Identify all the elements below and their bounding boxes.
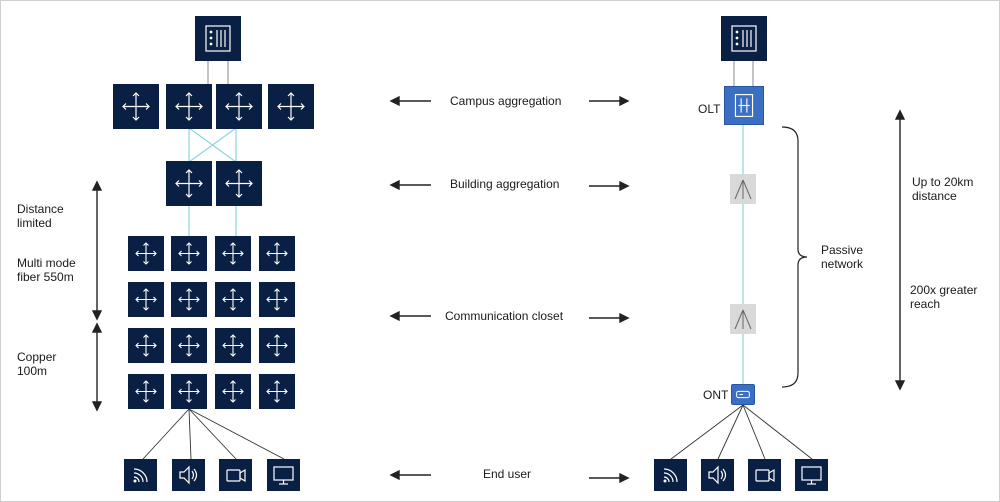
four-way-arrows-icon xyxy=(175,92,203,121)
end-device-speaker-right xyxy=(701,459,734,491)
four-way-arrows-icon xyxy=(135,334,157,357)
four-way-arrows-icon xyxy=(266,380,288,403)
four-way-arrows-icon xyxy=(222,242,244,265)
four-way-arrows-icon xyxy=(266,334,288,357)
passive-network-label: Passive network xyxy=(821,243,864,271)
end-device-monitor-right xyxy=(795,459,828,491)
closet-switch xyxy=(171,374,207,409)
closet-switch xyxy=(128,374,164,409)
closet-switch xyxy=(215,328,251,363)
four-way-arrows-icon xyxy=(277,92,305,121)
splitter-upper xyxy=(730,174,756,204)
campus-switch xyxy=(268,84,314,129)
core-server-right xyxy=(721,16,767,61)
four-way-arrows-icon xyxy=(178,242,200,265)
speaker-icon xyxy=(179,465,198,485)
four-way-arrows-icon xyxy=(266,242,288,265)
four-way-arrows-icon xyxy=(178,334,200,357)
ont-node xyxy=(731,384,755,405)
closet-switch xyxy=(128,282,164,317)
wifi-icon xyxy=(133,468,148,483)
communication-closet-label: Communication closet xyxy=(445,309,564,323)
core-server-left xyxy=(195,16,241,61)
closet-switch xyxy=(259,374,295,409)
end-device-wifi-right xyxy=(654,459,687,491)
building-switch xyxy=(216,161,262,206)
speaker-icon xyxy=(708,465,727,485)
four-way-arrows-icon xyxy=(135,288,157,311)
distance-limited-label: Distance limited xyxy=(17,202,64,230)
end-device-speaker-left xyxy=(172,459,205,491)
four-way-arrows-icon xyxy=(222,288,244,311)
greater-reach-label: 200x greater reach xyxy=(910,283,978,311)
four-way-arrows-icon xyxy=(178,380,200,403)
four-way-arrows-icon xyxy=(266,288,288,311)
four-way-arrows-icon xyxy=(135,380,157,403)
splitter-lower xyxy=(730,304,756,334)
closet-switch xyxy=(171,328,207,363)
server-rack-icon xyxy=(205,25,231,52)
passive-network-brace xyxy=(781,126,808,388)
olt-node xyxy=(724,86,764,125)
campus-switch xyxy=(166,84,212,129)
four-way-arrows-icon xyxy=(222,334,244,357)
server-rack-icon xyxy=(731,25,757,52)
wifi-icon xyxy=(663,468,678,483)
olt-label: OLT xyxy=(698,102,721,116)
closet-switch xyxy=(171,236,207,271)
four-way-arrows-icon xyxy=(122,92,150,121)
closet-switch xyxy=(128,236,164,271)
four-way-arrows-icon xyxy=(135,242,157,265)
end-device-wifi-left xyxy=(124,459,157,491)
ont-icon xyxy=(736,390,750,399)
closet-switch xyxy=(259,282,295,317)
closet-switch xyxy=(215,282,251,317)
end-device-camera-left xyxy=(219,459,252,491)
multi-mode-fiber-label: Multi mode fiber 550m xyxy=(17,256,76,284)
video-camera-icon xyxy=(755,468,775,483)
copper-label: Copper 100m xyxy=(17,350,57,378)
campus-switch xyxy=(113,84,159,129)
four-way-arrows-icon xyxy=(222,380,244,403)
splitter-icon xyxy=(734,179,752,200)
four-way-arrows-icon xyxy=(178,288,200,311)
campus-aggregation-label: Campus aggregation xyxy=(450,94,562,108)
building-aggregation-label: Building aggregation xyxy=(450,177,560,191)
four-way-arrows-icon xyxy=(225,92,253,121)
monitor-icon xyxy=(273,466,294,485)
building-switch xyxy=(166,161,212,206)
closet-switch xyxy=(128,328,164,363)
end-device-monitor-left xyxy=(267,459,300,491)
campus-switch xyxy=(216,84,262,129)
end-user-label: End user xyxy=(483,467,532,481)
closet-switch xyxy=(171,282,207,317)
ont-label: ONT xyxy=(703,388,729,402)
up-to-20km-label: Up to 20km distance xyxy=(912,175,974,203)
end-device-camera-right xyxy=(748,459,781,491)
video-camera-icon xyxy=(226,468,246,483)
monitor-icon xyxy=(801,466,822,485)
four-way-arrows-icon xyxy=(225,169,253,198)
splitter-icon xyxy=(734,309,752,330)
closet-switch xyxy=(259,328,295,363)
closet-switch xyxy=(215,374,251,409)
four-way-arrows-icon xyxy=(175,169,203,198)
closet-switch xyxy=(215,236,251,271)
closet-switch xyxy=(259,236,295,271)
olt-icon xyxy=(734,94,754,117)
